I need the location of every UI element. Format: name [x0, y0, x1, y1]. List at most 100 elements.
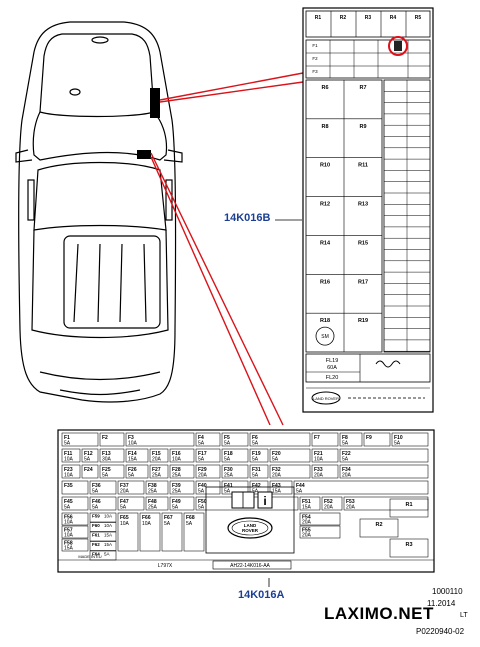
fuse-id-label: F11 — [64, 451, 73, 457]
fuse-id-label: F8 — [342, 435, 348, 441]
fuse-id-label: F40 — [198, 483, 207, 489]
footer-code: 1000110 — [432, 587, 463, 596]
fuse-id-label: F7 — [314, 435, 320, 441]
fuse-id-label: F28 — [172, 467, 181, 473]
fuse-amp-label: 5A — [224, 457, 231, 463]
fuse-amp-label: 10A — [128, 441, 138, 447]
fuse-amp-label: 5A — [102, 473, 109, 479]
relay-label-top: R3 — [365, 15, 372, 21]
relay-label-top: R2 — [340, 15, 347, 21]
fuse-amp-label: 5A — [186, 521, 193, 527]
fuse-id-label: F25 — [102, 467, 111, 473]
callout-14k016b: 14K016B — [224, 212, 271, 224]
fuse-id-label: F67 — [164, 515, 173, 521]
fuse-amp-label: 5A — [296, 489, 303, 495]
footer-date: 11.2014 — [427, 599, 456, 608]
fuse-amp-label: 20A — [342, 473, 352, 479]
footer-ref: P0220940-02 — [416, 627, 465, 636]
fuse-amp-label: 15A — [104, 533, 112, 538]
fuse-id-label: F2 — [102, 435, 108, 441]
relay-label: R6 — [321, 85, 328, 91]
svg-text:i: i — [263, 494, 266, 508]
fuse-amp-label: 20A — [152, 457, 162, 463]
svg-text:LAND: LAND — [244, 523, 257, 528]
info-icon — [257, 491, 273, 509]
fuse-id-label: F4 — [198, 435, 204, 441]
fuse-id-label: F6 — [252, 435, 258, 441]
callout-14k016a: 14K016A — [238, 589, 285, 601]
fuse-id-label: F47 — [120, 499, 129, 505]
fuse-id-label: F29 — [198, 467, 207, 473]
fuse-id-label: F31 — [252, 467, 261, 473]
fuse-amp-label: 5A — [84, 457, 91, 463]
fuse-id-label: F43 — [272, 483, 281, 489]
fuse-amp-label: 30A — [102, 457, 112, 463]
fuse-amp-label: 5A — [198, 489, 205, 495]
fuse-id-label: F14 — [128, 451, 137, 457]
fuse-amp-label: 5A — [252, 489, 259, 495]
fuse-id-label: F56 — [64, 515, 73, 521]
relay-label: R17 — [358, 279, 368, 285]
fuse-id-label: F20 — [272, 451, 281, 457]
fuse-id-label: F21 — [314, 451, 323, 457]
fuse-amp-label: 5A — [92, 489, 99, 495]
fuse-id-label: F41 — [224, 483, 233, 489]
fuse-id-label: F17 — [198, 451, 207, 457]
fuse-amp-label: 10A — [104, 523, 112, 528]
fuse-id-label: F26 — [128, 467, 137, 473]
fuse-id-label: F34 — [342, 467, 351, 473]
fuse-amp-label: 25A — [224, 473, 234, 479]
fuse-amp-label: 5A — [198, 441, 205, 447]
fuse-amp-label: 5A — [252, 441, 259, 447]
fuse-id-label: F58 — [64, 541, 73, 547]
fuse-amp-label: 5A — [64, 505, 71, 511]
fuse-amp-label: 20A — [198, 473, 208, 479]
fuse-id-label: F48 — [148, 499, 157, 505]
fuse-id-label: F54 — [302, 515, 311, 521]
fuse-amp-label: 5A — [342, 441, 349, 447]
fl20-label: FL20 — [326, 375, 339, 381]
fuse-box-a-location — [137, 150, 151, 159]
relay-label: R15 — [358, 240, 368, 246]
fuse-id-label: F36 — [92, 483, 101, 489]
fuse-id-label: F55 — [302, 528, 311, 534]
fuse-amp-label: 20A — [314, 473, 324, 479]
leader-lines — [150, 72, 304, 426]
fuse-id-label: F23 — [64, 467, 73, 473]
fuse-id-label: F38 — [148, 483, 157, 489]
fuse-id-label: F37 — [120, 483, 129, 489]
relay-label-top: R5 — [415, 15, 422, 21]
fuse-amp-label: 20A — [324, 505, 334, 511]
fuse-amp-label: 20A — [302, 533, 312, 539]
origin-label: MADE IN EU — [78, 554, 101, 559]
fuse-id-label: F39 — [172, 483, 181, 489]
fuse-amp-label: 10A — [172, 457, 182, 463]
fuse-amp-label: 5A — [198, 457, 205, 463]
fuse-amp-label: 10A — [314, 457, 324, 463]
fuse-id-label: F57 — [64, 528, 73, 534]
fuse-amp-label: 5A — [198, 505, 205, 511]
fuse-id-label: F45 — [64, 499, 73, 505]
fuse-id-label: F49 — [172, 499, 181, 505]
fuse-box-b-location — [150, 88, 160, 118]
label-code: L797X — [158, 563, 173, 569]
relay-label: R8 — [321, 124, 328, 130]
fuse-id-label: F9 — [366, 435, 372, 441]
fuse-id-label: F65 — [120, 515, 129, 521]
fuse-id-label: F5 — [224, 435, 230, 441]
highlighted-fuse-marker — [388, 36, 408, 56]
fuse-amp-label: 10A — [64, 473, 74, 479]
fuse-id-label: F52 — [324, 499, 333, 505]
fuse-amp-label: 10A — [64, 520, 74, 526]
fuse-amp-label: 20A — [272, 473, 282, 479]
sm-label: SM — [321, 334, 329, 340]
fuse-amp-label: 10A — [142, 521, 152, 527]
fuse-amp-label: 5A — [172, 505, 179, 511]
fuse-amp-label: 5A — [64, 441, 71, 447]
fuse-amp-label: 15A — [128, 457, 138, 463]
fuse-id-label: F62 — [92, 542, 100, 547]
land-rover-logo-b — [311, 391, 341, 405]
fuse-amp-label: 5A — [252, 457, 259, 463]
